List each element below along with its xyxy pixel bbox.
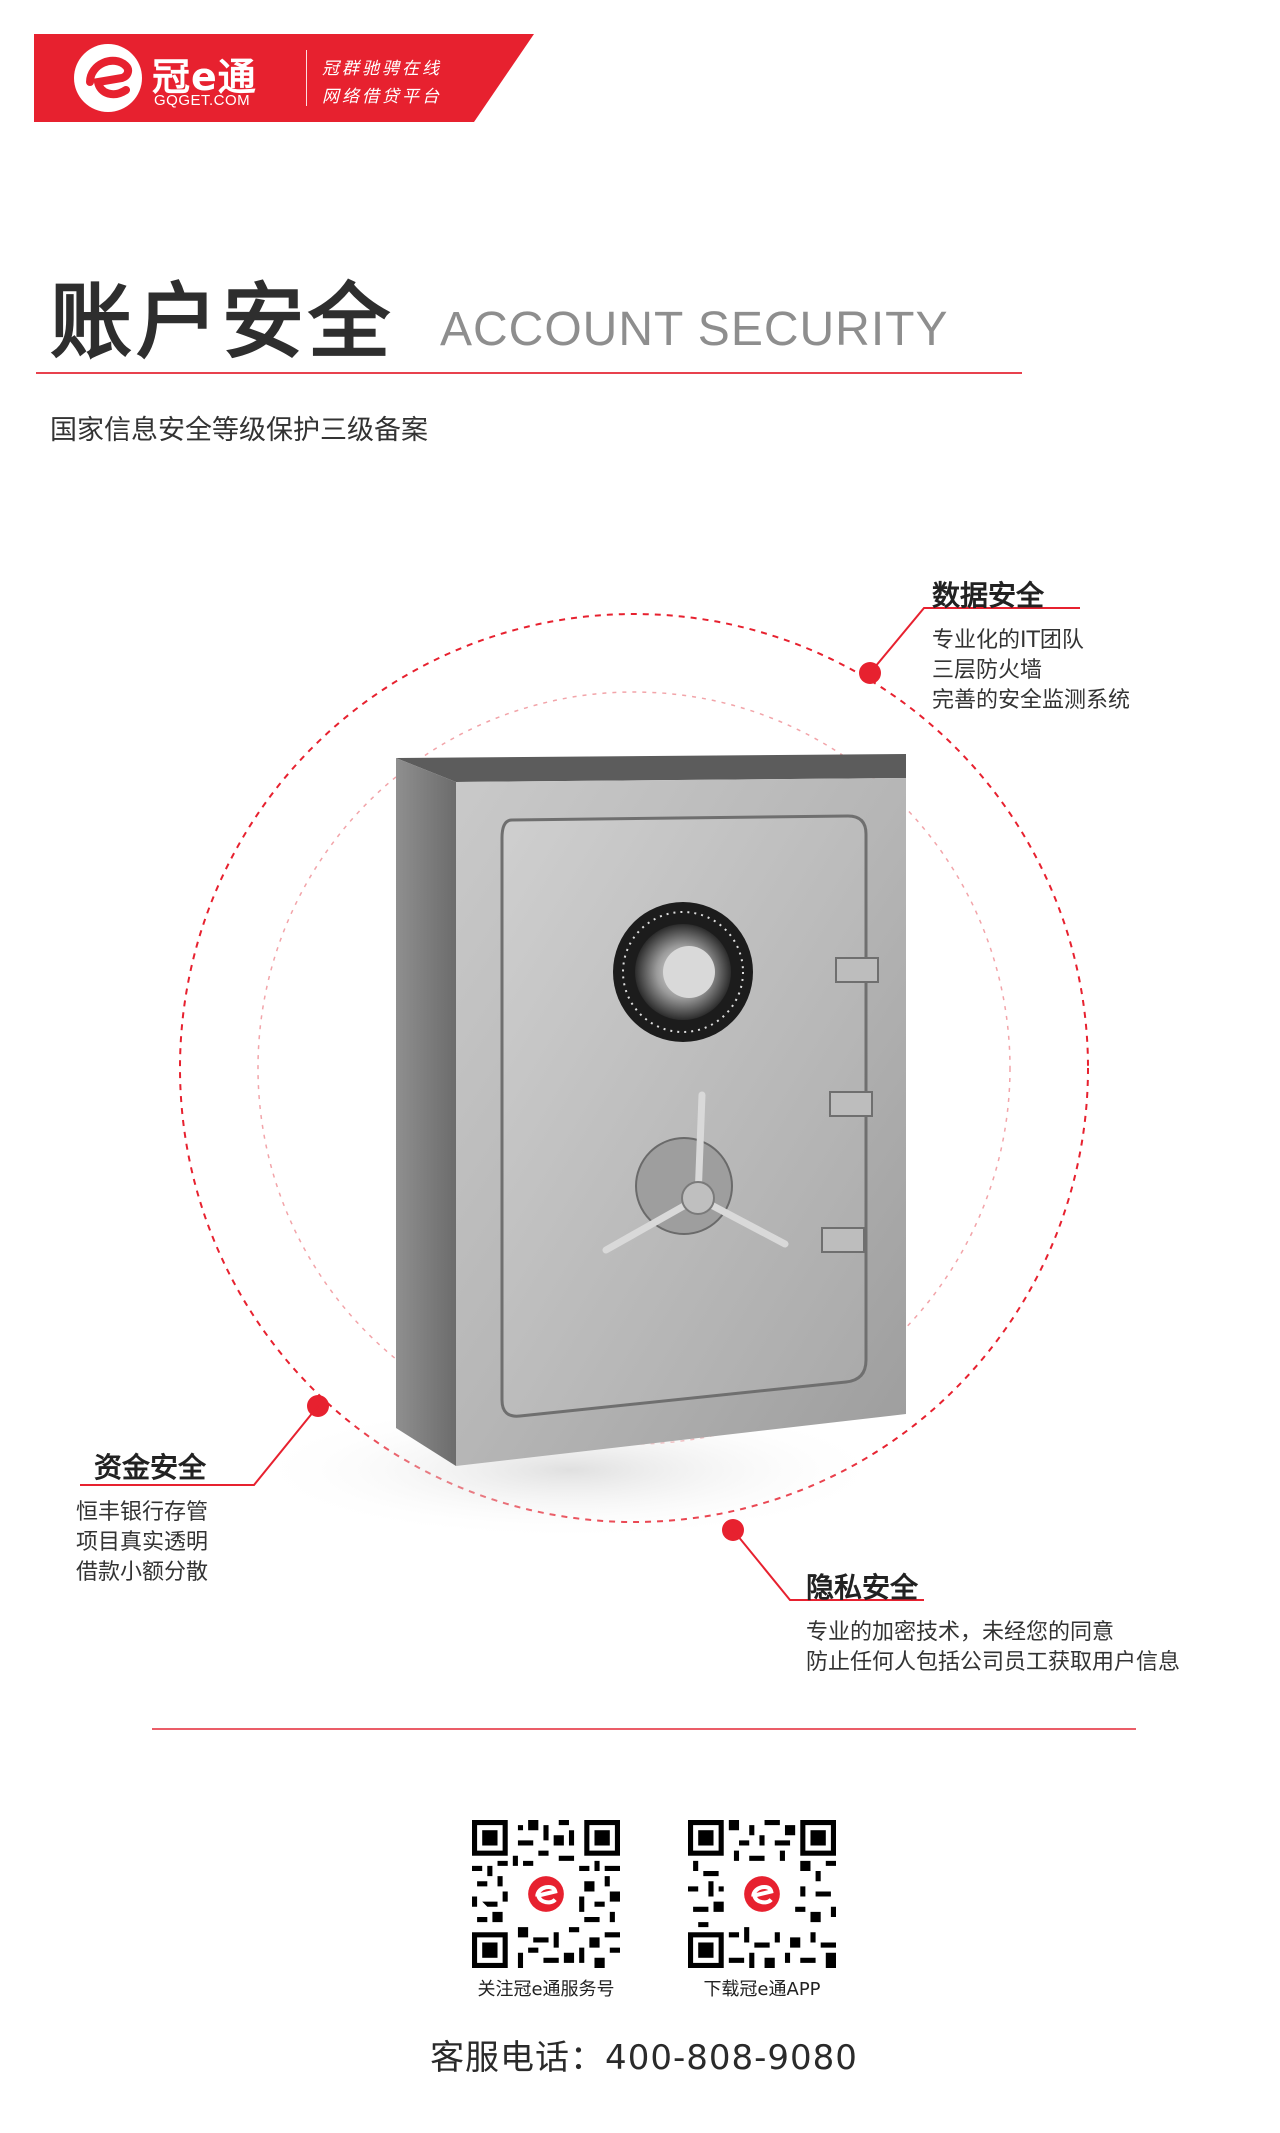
safe-illustration bbox=[80, 607, 1089, 1601]
callout-line: 防止任何人包括公司员工获取用户信息 bbox=[806, 1650, 1181, 1675]
callout-line: 恒丰银行存管 bbox=[76, 1500, 209, 1525]
logo-icon bbox=[74, 44, 142, 112]
slogan-line-2: 网络借贷平台 bbox=[322, 87, 442, 107]
qr-code-app-download[interactable] bbox=[688, 1820, 836, 1968]
callout-line: 项目真实透明 bbox=[76, 1530, 209, 1555]
banner-background bbox=[34, 34, 534, 122]
page-title: 账户安全 bbox=[50, 275, 395, 370]
qr-app-label: 下载冠e通APP bbox=[703, 1979, 821, 2000]
callout-line: 三层防火墙 bbox=[932, 658, 1043, 683]
brand-divider bbox=[306, 50, 307, 106]
callout-line: 专业化的IT团队 bbox=[932, 628, 1084, 653]
callout-title: 数据安全 bbox=[932, 579, 1045, 612]
qr-service-label: 关注冠e通服务号 bbox=[477, 1979, 615, 2000]
slogan-line-1: 冠群驰骋在线 bbox=[322, 59, 442, 79]
page-title-english: ACCOUNT SECURITY bbox=[440, 303, 949, 356]
brand-url: GQGET.COM bbox=[154, 92, 251, 109]
page-subtitle: 国家信息安全等级保护三级备案 bbox=[50, 415, 428, 446]
title-divider bbox=[36, 372, 1022, 374]
brand-name: 冠e通 bbox=[152, 55, 257, 99]
customer-service-hotline[interactable]: 客服电话：400-808-9080 bbox=[430, 2038, 858, 2078]
callout-line: 完善的安全监测系统 bbox=[932, 688, 1131, 713]
callout-line: 借款小额分散 bbox=[76, 1560, 209, 1585]
brand-banner: 冠e通 GQGET.COM 冠群驰骋在线 网络借贷平台 bbox=[34, 34, 534, 122]
callout-line: 专业的加密技术，未经您的同意 bbox=[806, 1620, 1115, 1645]
footer-divider bbox=[152, 1728, 1136, 1730]
callout-title: 隐私安全 bbox=[806, 1571, 919, 1604]
callout-title: 资金安全 bbox=[94, 1451, 207, 1484]
qr-code-service-account[interactable] bbox=[472, 1820, 620, 1968]
